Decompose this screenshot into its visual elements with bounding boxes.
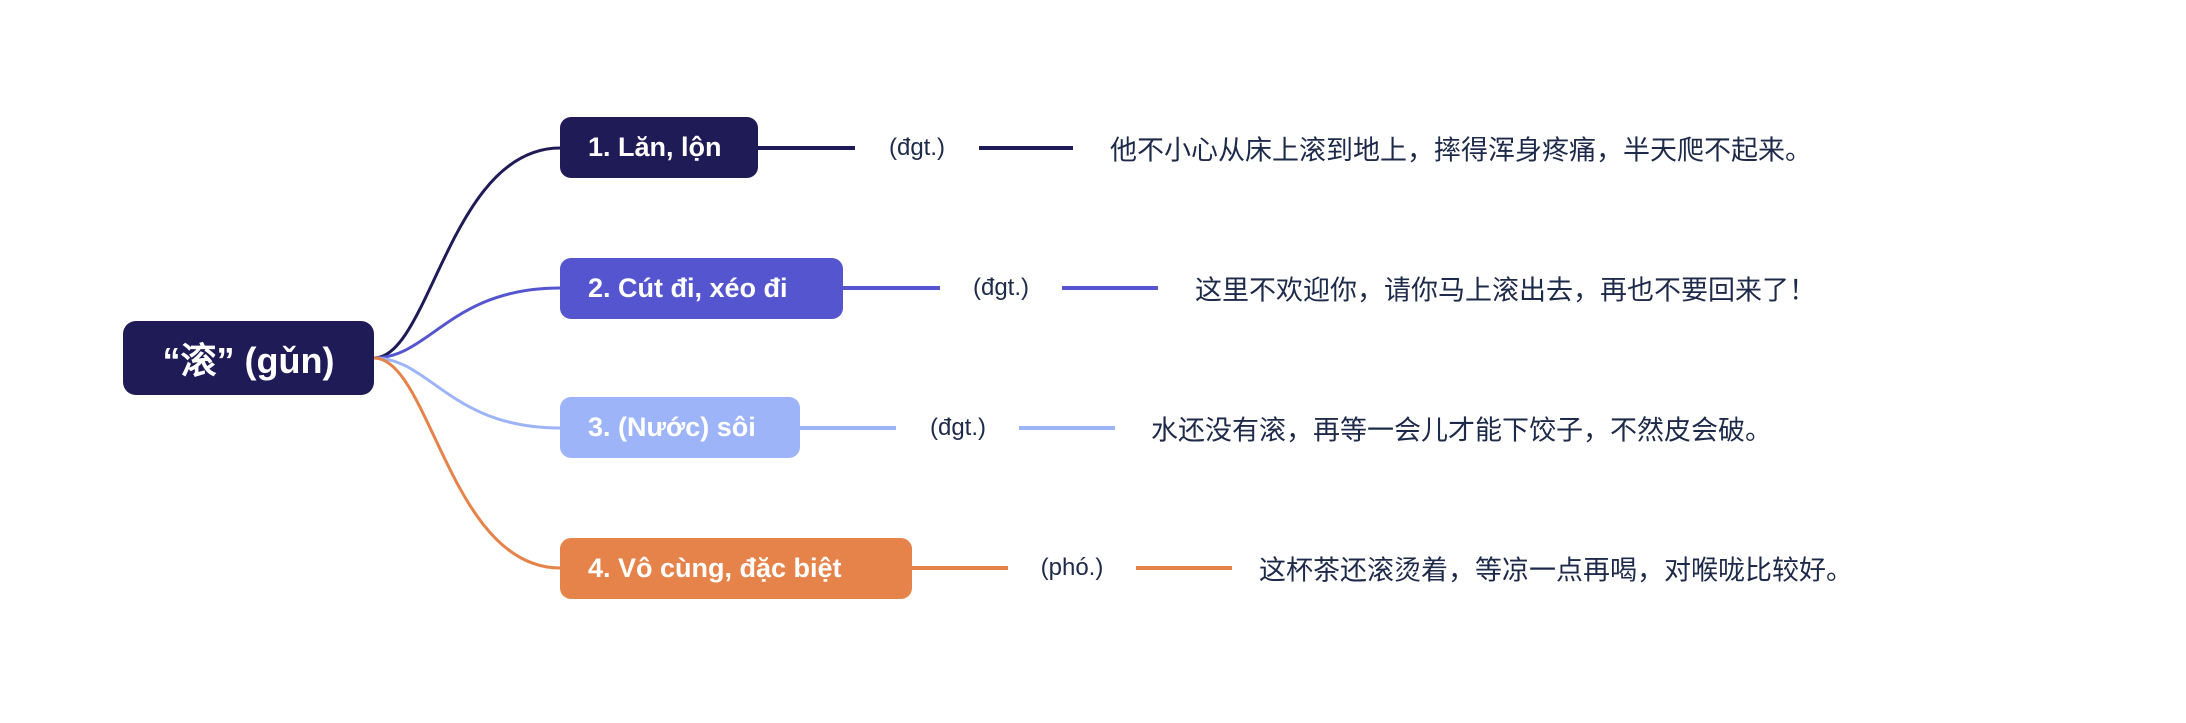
example-sentence-2: 这里不欢迎你，请你马上滚出去，再也不要回来了！	[1195, 275, 1816, 306]
branch-node-1[interactable]: 1. Lăn, lộn	[560, 117, 758, 178]
example-sentence-3: 水还没有滚，再等一会儿才能下饺子，不然皮会破。	[1151, 415, 1772, 446]
branch-curve-3	[373, 356, 561, 430]
branch-curve-1	[373, 146, 561, 360]
example-sentence-1: 他不小心从床上滚到地上，摔得浑身疼痛，半天爬不起来。	[1110, 135, 1812, 166]
part-of-speech-3: (đgt.)	[929, 414, 987, 441]
branch-curve-2	[373, 286, 561, 360]
example-sentence-4: 这杯茶还滚烫着，等凉一点再喝，对喉咙比较好。	[1259, 555, 1853, 586]
part-of-speech-4: (phó.)	[1040, 554, 1104, 581]
branch-node-3[interactable]: 3. (Nước) sôi	[560, 397, 800, 458]
part-of-speech-1: (đgt.)	[888, 134, 946, 161]
root-node[interactable]: “滚” (gǔn)	[123, 321, 374, 395]
branch-curve-4	[373, 356, 561, 570]
part-of-speech-2: (đgt.)	[972, 274, 1030, 301]
branch-node-2[interactable]: 2. Cút đi, xéo đi	[560, 258, 843, 319]
branch-node-4[interactable]: 4. Vô cùng, đặc biệt	[560, 538, 912, 599]
